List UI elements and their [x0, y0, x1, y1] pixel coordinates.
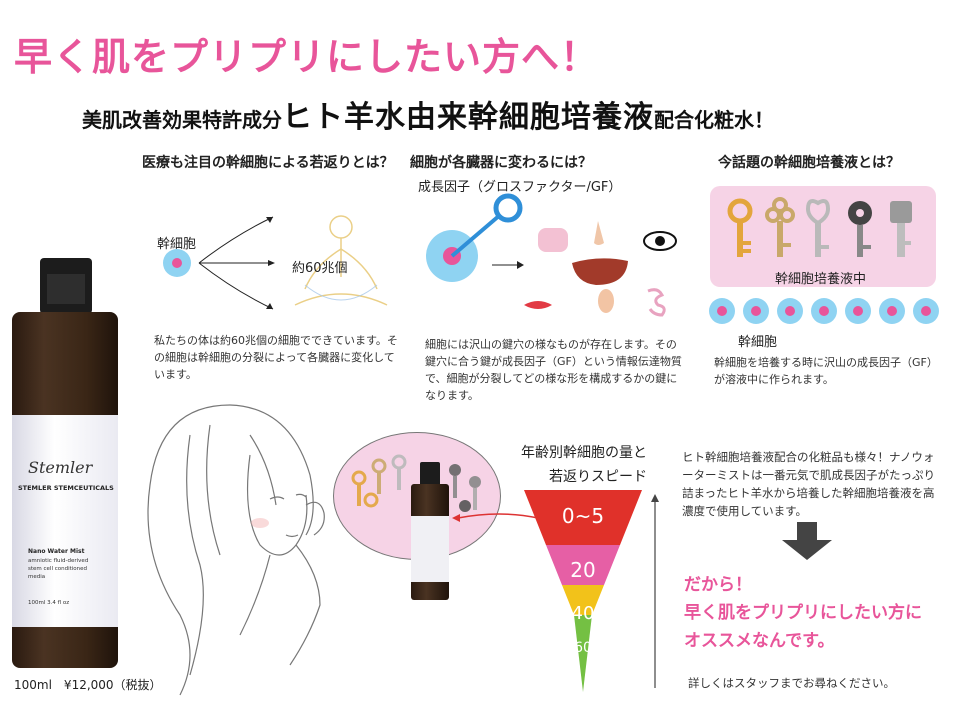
- key-icon: [727, 198, 753, 257]
- liver-icon: [572, 258, 628, 285]
- nose-icon: [594, 221, 604, 245]
- pyramid-title-2: 若返りスピード: [549, 469, 647, 485]
- pyramid-label-20: 20: [570, 558, 596, 582]
- key-icon: [805, 199, 831, 257]
- cell-icon: [777, 298, 803, 324]
- mini-bottle-cap: [420, 462, 440, 486]
- cell-icon: [913, 298, 939, 324]
- cell-icon: [845, 298, 871, 324]
- brain-icon: [538, 228, 568, 252]
- key-icon: [765, 197, 795, 257]
- cell-icon: [811, 298, 837, 324]
- product-price: 100ml ¥12,000（税抜）: [14, 678, 162, 692]
- bottle-line4: media: [28, 574, 46, 580]
- subheadline-prefix: 美肌改善効果特許成分: [82, 108, 282, 132]
- eye-icon: [643, 231, 677, 251]
- conclusion-line2: 早く肌をプリプリにしたい方に: [684, 603, 922, 623]
- mini-bottle-label: [411, 516, 449, 582]
- right-paragraph: ヒト幹細胞培養液配合の化粧品も様々！ナノウォーターミストは一番元気で肌成長因子が…: [682, 450, 935, 518]
- pyramid-label-40: 40: [571, 603, 595, 624]
- subheadline-suffix: 配合化粧水！: [654, 108, 774, 132]
- subheadline-main: ヒト羊水由来幹細胞培養液: [282, 100, 654, 135]
- lips-icon: [524, 301, 552, 309]
- section2-title: 細胞が各臓器に変わるには？: [410, 155, 592, 171]
- cell-icon: [879, 298, 905, 324]
- bottle-product-name: Nano Water Mist: [28, 548, 85, 555]
- stem-cell-label: 幹細胞: [157, 237, 197, 252]
- stem-cell-row: [709, 298, 939, 324]
- bubble-keys: [351, 454, 481, 512]
- bottle-line2: amniotic fluid-derived: [28, 558, 89, 564]
- bottle-volume: 100ml 3.4 fl oz: [28, 600, 70, 606]
- pyramid-level-20: [546, 545, 620, 585]
- red-arrow: [452, 513, 539, 522]
- pyramid-level-60: [574, 615, 592, 692]
- ear-icon: [598, 289, 614, 313]
- key-icon: [890, 201, 912, 257]
- section1-title: 医療も注目の幹細胞による若返りとは？: [142, 155, 394, 171]
- pyramid-level-40: [562, 585, 604, 615]
- growth-factor-diagram: [426, 193, 677, 317]
- subheadline: 美肌改善効果特許成分ヒト羊水由来幹細胞培養液配合化粧水！: [82, 92, 774, 136]
- pyramid-arrow: [651, 494, 659, 688]
- keys-illustration: [727, 197, 912, 257]
- cell-count-label: 約60兆個: [292, 261, 348, 276]
- bottle-line3: stem cell conditioned: [28, 566, 88, 572]
- headline: 早く肌をプリプリにしたい方へ！: [14, 35, 600, 79]
- conclusion-line3: オススメなんです。: [684, 631, 835, 651]
- section3-desc: 幹細胞を培養する時に沢山の成長因子（GF）が溶液中に作られます。: [714, 356, 938, 386]
- pyramid-label-0-5: 0~5: [561, 504, 605, 528]
- growth-factor-label: 成長因子（グロスファクター/GF）: [418, 180, 622, 195]
- age-pyramid: [524, 490, 642, 692]
- bottle-pump: [47, 274, 85, 304]
- section1-desc: 私たちの体は約60兆個の細胞でできています。その細胞は幹細胞の分裂によって各臓器…: [154, 334, 398, 381]
- pyramid-label-60: 60: [574, 640, 592, 656]
- footer-note: 詳しくはスタッフまでお尋ねください。: [688, 676, 895, 690]
- bottle-brand: STEMLER STEMCEUTICALS: [18, 484, 114, 492]
- cell-division-diagram: [163, 215, 388, 310]
- bottle-brand-script: Stemler: [28, 458, 93, 477]
- section2-desc: 細胞には沢山の鍵穴の様なものが存在します。その鍵穴に合う鍵が成長因子（GF）とい…: [425, 338, 682, 402]
- key-icon: [848, 201, 872, 257]
- conclusion-line1: だから！: [684, 575, 752, 595]
- stem-cell-label-2: 幹細胞: [738, 335, 778, 350]
- bottle-label: [12, 415, 118, 627]
- down-arrow-icon: [782, 522, 832, 560]
- woman-illustration: [147, 404, 325, 696]
- cell-icon: [743, 298, 769, 324]
- pyramid-level-0-5: [524, 490, 642, 545]
- pyramid-title-1: 年齢別幹細胞の量と: [521, 445, 647, 461]
- cell-icon: [709, 298, 735, 324]
- section3-title: 今話題の幹細胞培養液とは？: [718, 155, 900, 171]
- culture-media-label: 幹細胞培養液中: [775, 272, 867, 287]
- intestine-icon: [647, 288, 666, 317]
